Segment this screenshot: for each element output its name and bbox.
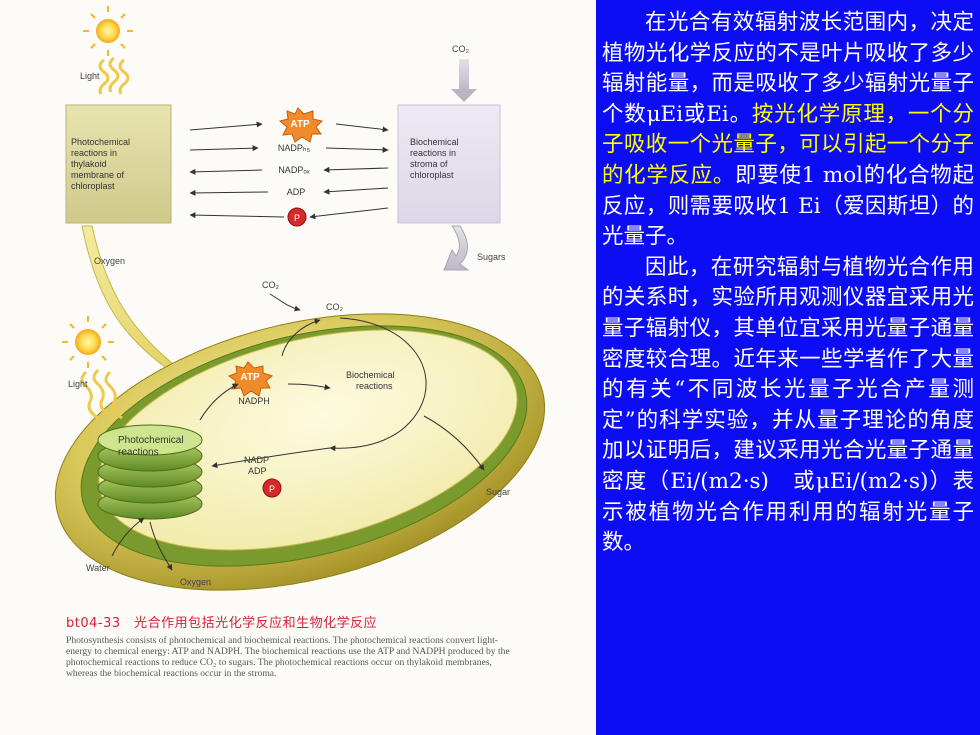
bottom-light-label: Light (68, 379, 88, 389)
top-transfer-arrows (189, 121, 389, 220)
figure-panel: Light CO₂ Photochemical reactions in thy… (54, 6, 546, 679)
paragraph-2: 因此，在研究辐射与植物光合作用的关系时，实验所用观测仪器宜采用光量子辐射仪，其单… (602, 254, 974, 556)
cycle-arrow-top (281, 318, 321, 357)
top-nadpox-label: NADPₒₓ (278, 165, 309, 175)
top-p-circle: P (287, 207, 307, 227)
caption-body: Photosynthesis consists of photochemical… (66, 635, 510, 679)
bottom-p-label: P (269, 484, 275, 494)
top-atp-label: ATP (290, 119, 310, 130)
bottom-atp-label: ATP (240, 372, 260, 383)
bottom-sugar-label: Sugar (486, 487, 510, 497)
bottom-p-circle: P (262, 478, 282, 498)
atp-to-cycle-arrow (287, 383, 331, 391)
caption-title: bt04-33 光合作用包括光化学反应和生物化学反应 (66, 616, 378, 631)
photochemical-box (65, 104, 172, 224)
figure-caption: bt04-33 光合作用包括光化学反应和生物化学反应 Photosynthesi… (66, 612, 536, 679)
oxygen-arrow (149, 521, 173, 571)
bottom-sun-icon (62, 316, 114, 368)
co2-outer-arrow (269, 293, 301, 312)
thylakoid-stack (97, 424, 203, 520)
top-light-rays (98, 56, 130, 95)
paragraph-1: 在光合有效辐射波长范围内，决定植物光化学反应的不是叶片吸收了多少辐射能量，而是吸… (602, 8, 974, 253)
top-co2-label: CO₂ (452, 44, 470, 54)
top-atp-burst: ATP (278, 107, 323, 143)
atp-out-arrow (199, 383, 239, 421)
biochemical-box-label: Biochemical reactions in stroma of chlor… (410, 137, 461, 180)
photochemical-reactions-label: Photochemical reactions (118, 435, 186, 458)
co2-down-arrow (451, 59, 477, 102)
bottom-atp-burst: ATP (227, 361, 274, 397)
biochemical-reactions-label: Biochemical reactions (346, 370, 397, 391)
top-sugars-label: Sugars (477, 252, 506, 262)
bottom-light-rays (80, 368, 123, 420)
biochemical-box (397, 104, 501, 224)
nadp-return-arrow (211, 447, 331, 469)
bottom-nadph-label: NADPH (238, 396, 270, 406)
top-light-label: Light (80, 71, 100, 81)
bottom-co2-inner-label: CO₂ (326, 302, 344, 312)
paragraph-1-highlight: 按光化学原理，一个分子吸收一个光量子，可以引起一个分子的化学反应。 (602, 101, 974, 188)
photosynthesis-diagram: Light CO₂ Photochemical reactions in thy… (54, 6, 546, 591)
bottom-oxygen-label: Oxygen (180, 577, 211, 587)
photochemical-box-label: Photochemical reactions in thylakoid mem… (71, 137, 133, 191)
water-arrow (111, 517, 145, 557)
top-adp-label: ADP (287, 187, 306, 197)
text-panel: 在光合有效辐射波长范围内，决定植物光化学反应的不是叶片吸收了多少辐射能量，而是吸… (596, 0, 980, 735)
paragraph-1-conclusion: 即要使1 mol的化合物起反应，则需要吸收1 Ei（爱因斯坦）的光量子。 (602, 162, 974, 250)
top-sun-icon (83, 6, 133, 56)
oxygen-to-chloroplast-arrow (81, 225, 191, 387)
bottom-nadp-label: NADP (244, 455, 269, 465)
top-p-label: P (294, 213, 300, 223)
sugars-arrow (443, 225, 470, 271)
top-nadph-label: NADPₕ₅ (278, 143, 311, 153)
bottom-co2-outer-label: CO₂ (262, 280, 280, 290)
sugar-out-arrow (423, 415, 485, 471)
top-oxygen-label: Oxygen (94, 256, 125, 266)
bottom-water-label: Water (86, 563, 110, 573)
cycle-arrow-right (329, 317, 427, 452)
paragraph-1-intro: 在光合有效辐射波长范围内，决定植物光化学反应的不是叶片吸收了多少辐射能量，而是吸… (602, 10, 974, 127)
bottom-adp-label: ADP (248, 466, 267, 476)
